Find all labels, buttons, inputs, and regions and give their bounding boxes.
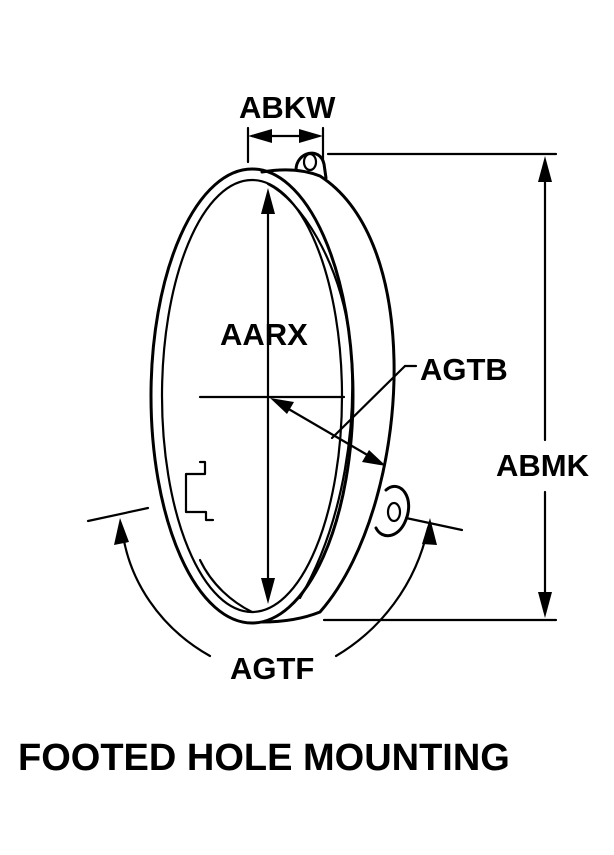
agtf-arrow-left — [114, 518, 129, 545]
label-aarx: AARX — [220, 317, 308, 352]
aarx-arrow-bottom — [261, 578, 275, 604]
agtf-arc-left — [120, 526, 212, 658]
ring-inner-back-edge — [266, 182, 354, 600]
ring-notch — [184, 460, 215, 522]
agtf-extension-left — [86, 506, 150, 523]
abkw-arrow-left — [248, 129, 272, 143]
abmk-arrow-bottom — [538, 592, 552, 618]
agtf-arc-right — [334, 526, 430, 658]
agtb-dimension-line — [278, 402, 378, 462]
bottom-foot — [374, 484, 411, 538]
diagram-caption: FOOTED HOLE MOUNTING — [18, 737, 510, 779]
aarx-arrow-top — [261, 188, 275, 214]
agtf-extension-right — [404, 516, 464, 532]
bottom-foot-hole — [386, 501, 402, 523]
label-agtf: AGTF — [230, 651, 314, 686]
abkw-arrow-right — [299, 129, 323, 143]
ring-inner-lower-rim — [198, 558, 254, 614]
label-abkw: ABKW — [239, 90, 336, 125]
bottom-foot-outline — [374, 484, 411, 538]
ring-body — [149, 167, 396, 625]
agtb-arrow-start — [270, 398, 294, 414]
top-foot — [294, 151, 328, 180]
label-abmk: ABMK — [496, 448, 590, 483]
abmk-arrow-top — [538, 156, 552, 182]
agtb-leader-line — [330, 364, 407, 440]
agtb-arrow-end — [362, 450, 386, 466]
top-foot-hole — [302, 152, 318, 172]
label-agtb: AGTB — [420, 352, 508, 387]
ring-back-rim — [260, 168, 396, 624]
agtf-arrow-right — [422, 518, 437, 545]
